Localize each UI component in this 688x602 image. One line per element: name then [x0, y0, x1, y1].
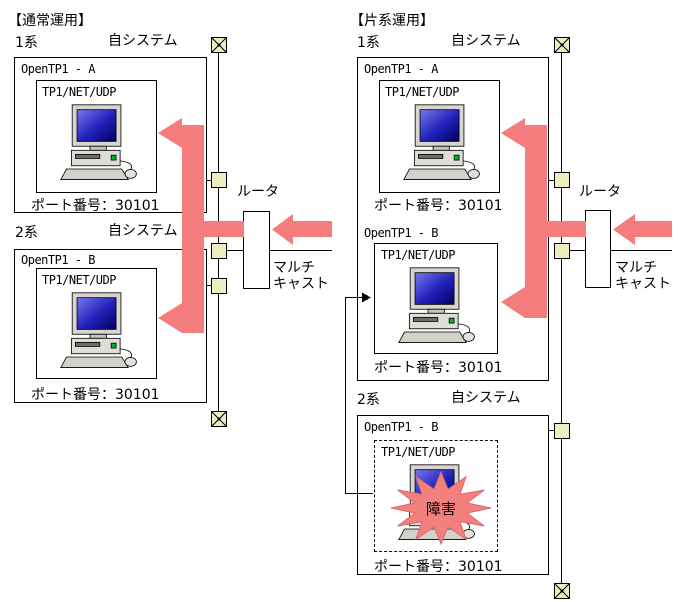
right-system1-label: 1系: [357, 35, 380, 51]
failure-starburst: 障害: [390, 470, 492, 546]
right-system2-module-box-failed: TP1/NET/UDP: [374, 440, 498, 552]
lan-terminator-icon: [554, 583, 570, 599]
right-unitA-module-box: TP1/NET/UDP: [379, 80, 500, 193]
right-system1-box: OpenTP1 - A TP1/NET/UDP ポート番号：30101 Open…: [357, 57, 549, 381]
right-system1-owner-label: 自システム: [451, 33, 521, 49]
lan-tap-icon: [211, 172, 227, 188]
right-incoming-band: [635, 221, 672, 237]
left-multicast-line1: マルチ: [273, 260, 315, 276]
left-system2-module-box: TP1/NET/UDP: [36, 268, 157, 379]
left-diagram-title: 【通常運用】: [8, 13, 92, 29]
left-system2-label: 2系: [15, 225, 38, 241]
right-unitB-module-box: TP1/NET/UDP: [374, 243, 498, 354]
left-multicast-label: マルチキャスト: [273, 260, 329, 292]
left-incoming-arrowhead-icon: [272, 214, 293, 245]
left-router-feed-band: [204, 221, 244, 237]
left-system1-module-label: TP1/NET/UDP: [42, 85, 116, 99]
left-system1-owner-label: 自システム: [108, 33, 178, 49]
lan-terminator-icon: [211, 37, 227, 53]
right-system2-owner-label: 自システム: [451, 390, 521, 406]
computer-icon: [60, 292, 137, 368]
router-box-right: [585, 210, 611, 288]
left-system1-node-label: OpenTP1 - A: [21, 62, 95, 76]
computer-icon: [398, 267, 475, 343]
right-unitB-module-label: TP1/NET/UDP: [381, 248, 455, 262]
lan-terminator-icon: [211, 411, 227, 427]
left-system2-module-label: TP1/NET/UDP: [42, 273, 116, 287]
failure-label: 障害: [426, 500, 456, 518]
right-system2-box: OpenTP1 - B TP1/NET/UDP ポート番号：30101: [357, 415, 549, 575]
right-unitA-module-label: TP1/NET/UDP: [385, 85, 459, 99]
right-multicast-line1: マルチ: [615, 260, 657, 276]
left-multicast-line2: キャスト: [273, 276, 329, 292]
right-diagram-title: 【片系運用】: [350, 13, 434, 29]
left-system2-node-label: OpenTP1 - B: [21, 253, 95, 267]
right-multicast-line2: キャスト: [615, 276, 671, 292]
left-system1-box: OpenTP1 - A TP1/NET/UDP ポート番号：30101: [14, 57, 207, 214]
right-unitA-port-label: ポート番号：30101: [374, 198, 503, 214]
left-system1-module-box: TP1/NET/UDP: [36, 80, 157, 193]
left-system2-port-label: ポート番号：30101: [31, 387, 160, 403]
left-system2-owner-label: 自システム: [108, 223, 178, 239]
lan-tap-icon: [211, 278, 227, 294]
right-router-feed-band: [547, 221, 586, 237]
lan-terminator-icon: [554, 37, 570, 53]
right-unitB-node-label: OpenTP1 - B: [364, 226, 438, 240]
right-system2-label: 2系: [357, 392, 380, 408]
lan-tap-icon: [211, 243, 227, 259]
right-unitA-node-label: OpenTP1 - A: [364, 62, 438, 76]
failure-star-shape: [390, 470, 492, 546]
right-incoming-arrowhead-icon: [613, 214, 635, 245]
left-router-label: ルータ: [237, 184, 279, 200]
lan-tap-icon: [554, 423, 570, 439]
right-multicast-label: マルチキャスト: [615, 260, 671, 292]
left-incoming-band: [293, 221, 332, 237]
computer-icon: [403, 104, 480, 180]
left-system1-port-label: ポート番号：30101: [31, 198, 160, 214]
right-router-label: ルータ: [579, 184, 621, 200]
computer-icon: [60, 104, 137, 180]
right-system2-port-label: ポート番号：30101: [374, 559, 503, 575]
router-box-left: [243, 211, 270, 289]
right-system2-module-label: TP1/NET/UDP: [381, 445, 455, 459]
left-system1-label: 1系: [15, 35, 38, 51]
right-system2-node-label: OpenTP1 - B: [364, 420, 438, 434]
lan-tap-icon: [554, 172, 570, 188]
left-system2-box: OpenTP1 - B TP1/NET/UDP ポート番号：30101: [14, 249, 207, 403]
right-unitB-port-label: ポート番号：30101: [374, 360, 503, 376]
lan-tap-icon: [554, 243, 570, 259]
